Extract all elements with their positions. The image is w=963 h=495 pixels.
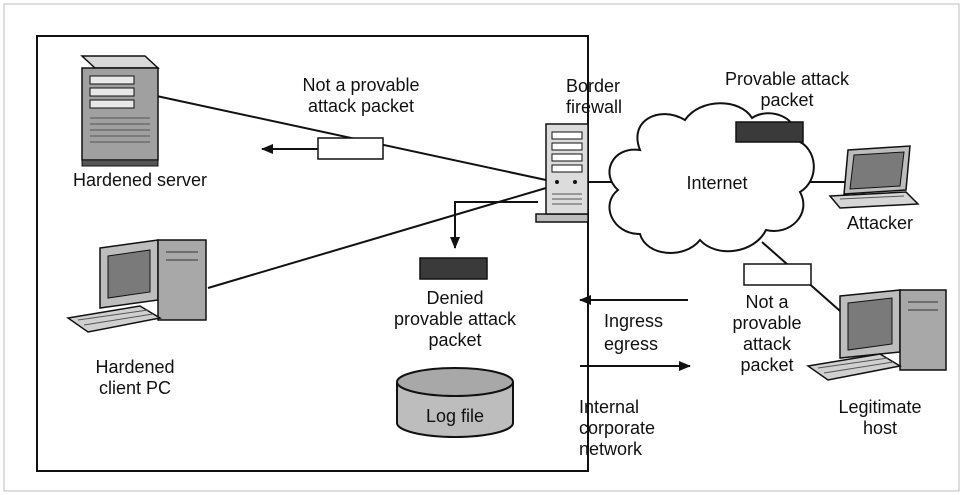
label-line: host <box>862 418 898 438</box>
label-line: client PC <box>98 378 172 398</box>
label-line: corporate <box>579 418 656 438</box>
label-internet: Internet <box>686 173 748 193</box>
label-legitimate-host: Legitimate host <box>820 397 940 439</box>
label-provable-attack: Provable attack packet <box>712 69 862 111</box>
label-ingress: Ingress <box>604 311 664 331</box>
label-line: Not a <box>745 292 789 312</box>
attacker-laptop-icon <box>828 145 920 209</box>
label-not-provable-top: Not a provable attack packet <box>296 75 426 117</box>
label-line: Border <box>566 76 621 96</box>
packet-not-provable-top <box>317 137 384 160</box>
label-line: network <box>579 439 643 459</box>
label-border-firewall: Border firewall <box>566 76 622 118</box>
label-line: packet <box>740 355 794 375</box>
label-internal-network: Internal corporate network <box>579 397 655 460</box>
server-icon <box>80 55 160 167</box>
log-file-icon <box>396 367 514 438</box>
packet-denied <box>419 257 488 280</box>
label-line: packet <box>428 330 482 350</box>
outer-frame <box>3 3 960 492</box>
label-line: Legitimate <box>838 397 922 417</box>
client-pc-icon <box>66 239 207 333</box>
label-line: firewall <box>566 97 623 117</box>
label-egress: egress <box>604 334 659 354</box>
legit-host-icon <box>806 289 947 381</box>
link-client-firewall <box>207 187 547 289</box>
label-line: Hardened <box>95 357 175 377</box>
label-line: attack <box>742 334 792 354</box>
label-attacker: Attacker <box>846 213 914 233</box>
label-line: Internal <box>579 397 640 417</box>
label-hardened-client: Hardened client PC <box>75 357 195 399</box>
label-line: packet <box>760 90 814 110</box>
label-line: Not a provable <box>302 75 420 95</box>
label-line: provable <box>732 313 802 333</box>
label-hardened-server: Hardened server <box>72 170 208 190</box>
internal-network-boundary <box>36 35 589 472</box>
label-line: Provable attack <box>724 69 850 89</box>
firewall-icon <box>535 123 589 223</box>
label-line: Denied <box>426 288 484 308</box>
label-denied: Denied provable attack packet <box>388 288 522 351</box>
label-line: provable attack <box>393 309 517 329</box>
packet-not-provable-right <box>743 263 812 286</box>
packet-provable-attack <box>735 121 804 143</box>
label-not-provable-right: Not a provable attack packet <box>712 292 822 376</box>
arrow-deny-path <box>450 201 538 249</box>
label-log-file: Log file <box>425 406 485 426</box>
label-line: attack packet <box>307 96 415 116</box>
